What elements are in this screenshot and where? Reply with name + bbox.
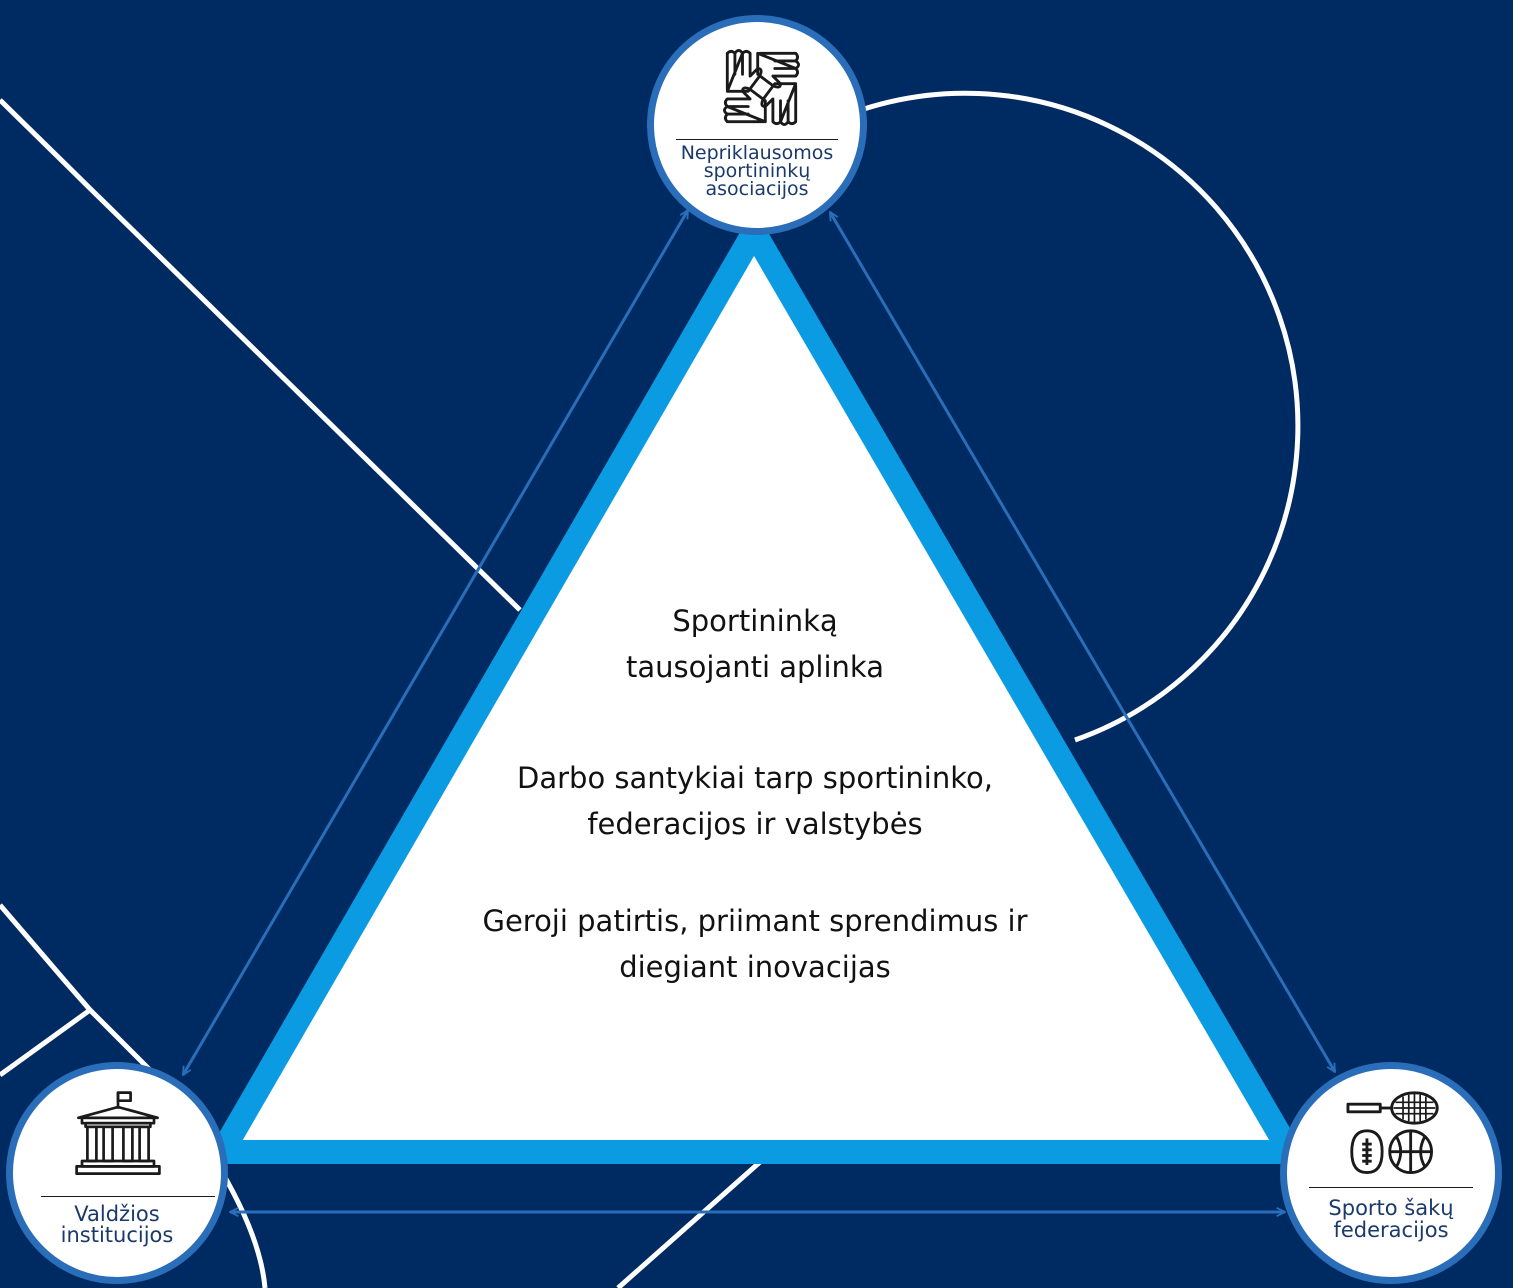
- sports-equipment-icon: [1346, 1091, 1439, 1175]
- court-diagonal-line: [0, 98, 522, 612]
- node-label-left: Valdžios institucijos: [13, 1204, 221, 1246]
- node-athlete-associations: Nepriklausomos sportininkų asociacijos: [647, 15, 867, 235]
- node-label-top: Nepriklausomos sportininkų asociacijos: [654, 142, 860, 200]
- center-paragraph-1: Darbo santykiai tarp sportininko, federa…: [380, 755, 1130, 847]
- node-label-line: federacijos: [1333, 1218, 1449, 1242]
- center-line-2: tausojanti aplinka: [626, 650, 884, 684]
- node-sport-federations: Sporto šakų federacijos: [1280, 1062, 1502, 1284]
- node-label-line: Valdžios: [74, 1202, 160, 1226]
- center-line-6: diegiant inovacijas: [619, 950, 891, 984]
- teamwork-hands-icon: [723, 49, 800, 126]
- arrow-top-right: [828, 212, 1337, 1072]
- node-separator: [41, 1196, 215, 1197]
- node-label-line: Sporto šakų: [1328, 1196, 1454, 1220]
- node-separator: [676, 139, 838, 140]
- center-line-5: Geroji patirtis, priimant sprendimus ir: [482, 904, 1028, 938]
- node-label-right: Sporto šakų federacijos: [1287, 1197, 1495, 1241]
- center-line-3: Darbo santykiai tarp sportininko,: [517, 761, 993, 795]
- government-building-icon: [75, 1091, 161, 1175]
- node-label-line: institucijos: [60, 1223, 174, 1247]
- center-line-4: federacijos ir valstybės: [587, 807, 923, 841]
- node-label-line: Nepriklausomos: [680, 142, 834, 164]
- arrow-top-left: [181, 210, 690, 1075]
- court-bottom-left-branch: [0, 1007, 92, 1078]
- node-label-line: sportininkų: [703, 160, 811, 182]
- central-triangle: [201, 208, 1311, 1164]
- node-separator: [1309, 1187, 1473, 1188]
- node-government-institutions: Valdžios institucijos: [6, 1062, 228, 1284]
- relation-arrows: [181, 210, 1337, 1212]
- center-line-1: Sportininką: [672, 604, 838, 638]
- center-heading: Sportininką tausojanti aplinka: [380, 598, 1130, 690]
- center-paragraph-2: Geroji patirtis, priimant sprendimus ir …: [380, 898, 1130, 990]
- court-bottom-line: [616, 1160, 762, 1288]
- node-label-line: asociacijos: [705, 178, 809, 200]
